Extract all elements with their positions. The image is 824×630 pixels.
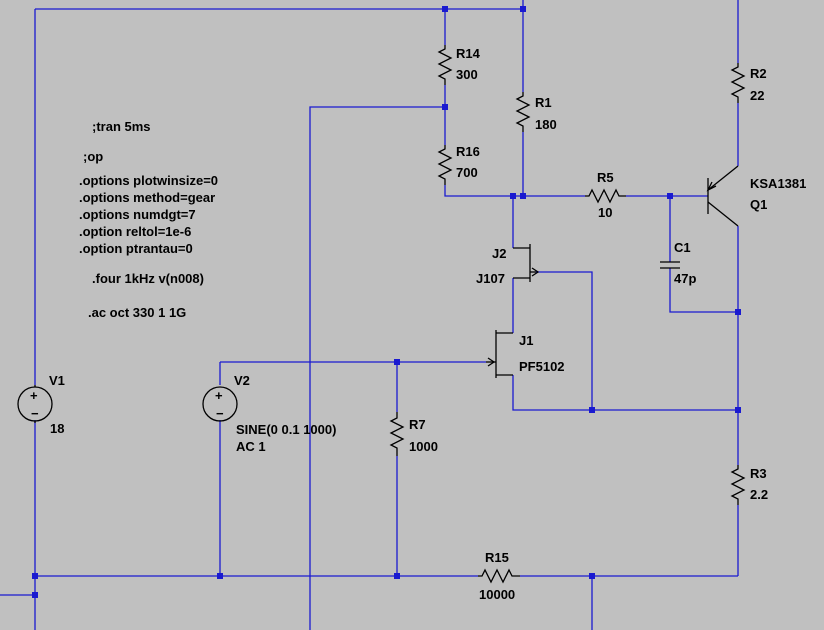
q1-model: KSA1381 [750,176,806,191]
c1-name: C1 [674,240,691,255]
j2-name: J2 [492,246,506,261]
r2-name: R2 [750,66,767,81]
resistor-r7[interactable] [389,412,405,456]
j2-model: J107 [476,271,505,286]
resistor-r16[interactable] [437,145,453,185]
r14-value: 300 [456,67,478,82]
junction-dot [510,193,516,199]
v2-value: SINE(0 0.1 1000) [236,422,336,437]
plus-sign: + [30,388,38,403]
junction-dot [520,193,526,199]
resistor-r3[interactable] [730,465,746,505]
directive-ac[interactable]: .ac oct 330 1 1G [88,305,186,320]
r5-value: 10 [598,205,612,220]
junctions [32,6,741,598]
wire-c1-bottom[interactable] [669,268,738,313]
directive-op[interactable]: ;op [83,149,103,164]
junction-dot [217,573,223,579]
wire-tap-long[interactable] [309,106,445,630]
junction-dot [735,407,741,413]
jfet-j2[interactable] [513,244,540,282]
r16-name: R16 [456,144,480,159]
v1-value: 18 [50,421,64,436]
voltage-source-v2[interactable]: + − [202,386,238,422]
r5-name: R5 [597,170,614,185]
plus-sign: + [215,388,223,403]
r1-value: 180 [535,117,557,132]
voltage-source-v1[interactable]: + − [17,385,53,423]
directive-tran[interactable]: ;tran 5ms [92,119,151,134]
j1-name: J1 [519,333,533,348]
r15-value: 10000 [479,587,515,602]
r2-value: 22 [750,88,764,103]
junction-dot [394,573,400,579]
directive-options-plotwinsize[interactable]: .options plotwinsize=0 [79,173,218,188]
spice-directives: ;tran 5ms ;op .options plotwinsize=0 .op… [79,119,218,320]
minus-sign: − [216,406,224,421]
directive-options-method[interactable]: .options method=gear [79,190,215,205]
r3-name: R3 [750,466,767,481]
junction-dot [589,407,595,413]
wires [0,0,739,630]
resistor-r15[interactable] [478,568,520,584]
wire-j1-source[interactable] [512,375,738,411]
r15-name: R15 [485,550,509,565]
directive-option-reltol[interactable]: .option reltol=1e-6 [79,224,191,239]
r16-value: 700 [456,165,478,180]
junction-dot [32,573,38,579]
junction-dot [442,6,448,12]
transistor-q1[interactable] [706,165,739,227]
r14-name: R14 [456,46,481,61]
junction-dot [32,592,38,598]
directive-options-numdgt[interactable]: .options numdgt=7 [79,207,196,222]
resistor-r2[interactable] [730,63,746,103]
jfet-j1[interactable] [486,330,513,378]
junction-dot [394,359,400,365]
q1-name: Q1 [750,197,767,212]
junction-dot [442,104,448,110]
r7-name: R7 [409,417,426,432]
junction-dot [589,573,595,579]
junction-dot [520,6,526,12]
junction-dot [667,193,673,199]
r1-name: R1 [535,95,552,110]
capacitor-c1[interactable] [660,261,680,269]
minus-sign: − [31,406,39,421]
junction-dot [735,309,741,315]
v2-name: V2 [234,373,250,388]
wire-r16-bottom[interactable] [444,185,523,197]
j1-model: PF5102 [519,359,565,374]
r7-value: 1000 [409,439,438,454]
c1-value: 47p [674,271,696,286]
component-labels: R14 300 R16 700 R1 180 R2 22 R5 10 KSA13… [49,46,806,602]
v2-ac-value: AC 1 [236,439,266,454]
resistor-r1[interactable] [515,92,531,132]
r3-value: 2.2 [750,487,768,502]
directive-four[interactable]: .four 1kHz v(n008) [92,271,204,286]
v1-name: V1 [49,373,65,388]
wire-j2-gate[interactable] [536,271,593,410]
resistor-r5[interactable] [585,188,626,204]
resistor-r14[interactable] [437,45,453,85]
directive-option-ptrantau[interactable]: .option ptrantau=0 [79,241,193,256]
